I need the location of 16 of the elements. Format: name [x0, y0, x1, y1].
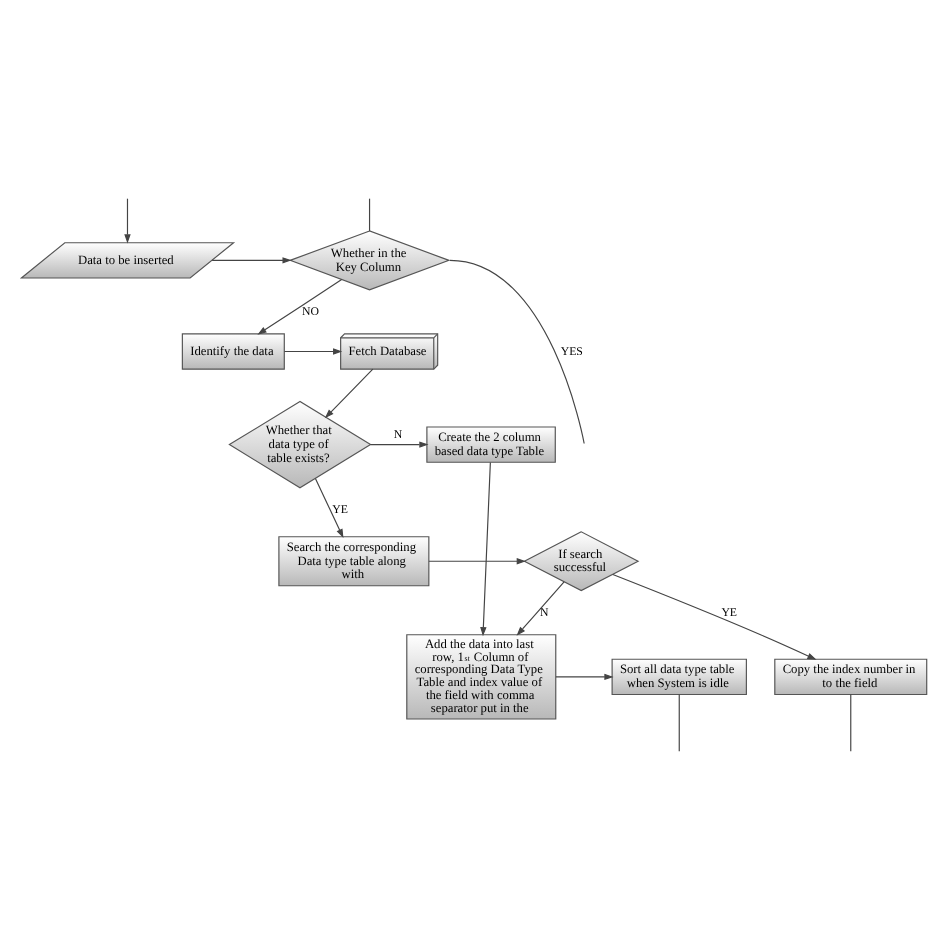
arrow [428, 557, 526, 564]
arrow [257, 278, 343, 334]
arrow [612, 572, 817, 659]
arrow [124, 197, 131, 243]
arrow [314, 476, 344, 538]
connector [449, 258, 585, 444]
arrow [211, 256, 292, 263]
arrow [555, 672, 614, 680]
connector [850, 692, 852, 751]
arrow [324, 367, 374, 418]
connector [678, 692, 680, 751]
arrow [480, 460, 491, 636]
arrow [370, 440, 429, 447]
arrow [516, 580, 565, 635]
connector [368, 197, 371, 231]
arrow [283, 347, 343, 354]
